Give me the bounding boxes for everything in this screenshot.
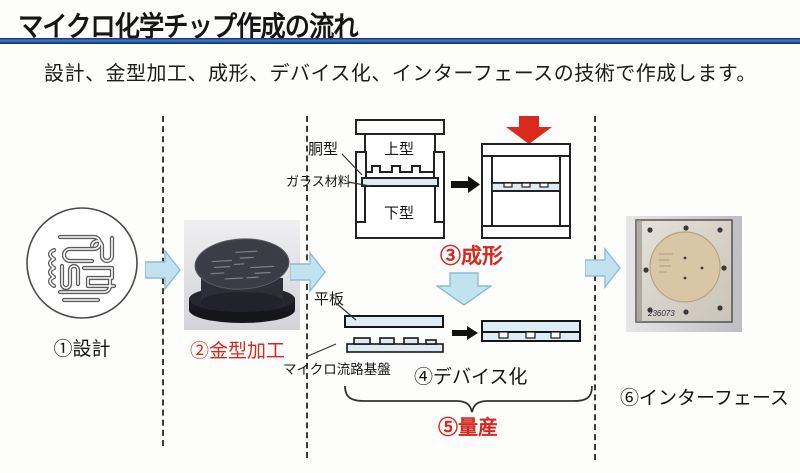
step-mold-machining-label: ②金型加工: [190, 341, 286, 362]
microchannel-substrate-shape: [346, 337, 444, 353]
press-mold-diagram-pressed: [481, 143, 571, 239]
microchannel-substrate-label: マイクロ流路基盤: [283, 362, 391, 377]
flow-arrow-right-3-icon: [585, 247, 621, 289]
subtitle-text: 設計、金型加工、成形、デバイス化、インターフェースの技術で作成します。: [44, 63, 757, 85]
mold-photo: [184, 220, 300, 330]
step-device-label: ④デバイス化: [414, 367, 528, 388]
interface-photo: 236073: [626, 216, 742, 332]
page-title: マイクロ化学チップ作成の流れ: [18, 11, 359, 42]
chip-design-drawing: [26, 207, 138, 319]
glass-material-label: ガラス材料: [286, 174, 351, 189]
step-design-label: ①設計: [53, 339, 111, 360]
title-underline-rule: [0, 38, 800, 44]
assembled-device-shape: [481, 320, 581, 342]
device-step-arrow-icon: [452, 326, 478, 340]
flow-arrow-right-1-icon: [145, 249, 181, 291]
step-forming-label: ③成形: [440, 245, 503, 268]
upper-mold-label: 上型: [384, 141, 415, 158]
flow-arrow-right-2-icon: [290, 251, 326, 293]
press-arrow-red-icon: [506, 116, 552, 144]
step-mass-production-label: ⑤量産: [438, 417, 498, 439]
flat-plate-shape: [344, 315, 444, 328]
lower-mold-label: 下型: [384, 205, 415, 222]
forming-step-arrow-icon: [451, 176, 480, 193]
dashed-divider-1: [162, 116, 164, 446]
step-interface-label: ⑥インターフェース: [620, 388, 789, 409]
mass-production-brace: [344, 385, 593, 413]
flat-plate-label: 平板: [314, 291, 345, 308]
dashed-divider-2: [306, 116, 308, 458]
body-mold-label: 胴型: [308, 141, 339, 158]
dashed-divider-3: [594, 116, 596, 460]
press-mold-diagram-open: [355, 119, 445, 239]
photo-handwriting: 236073: [647, 309, 675, 318]
flow-arrow-down-icon: [436, 272, 492, 306]
